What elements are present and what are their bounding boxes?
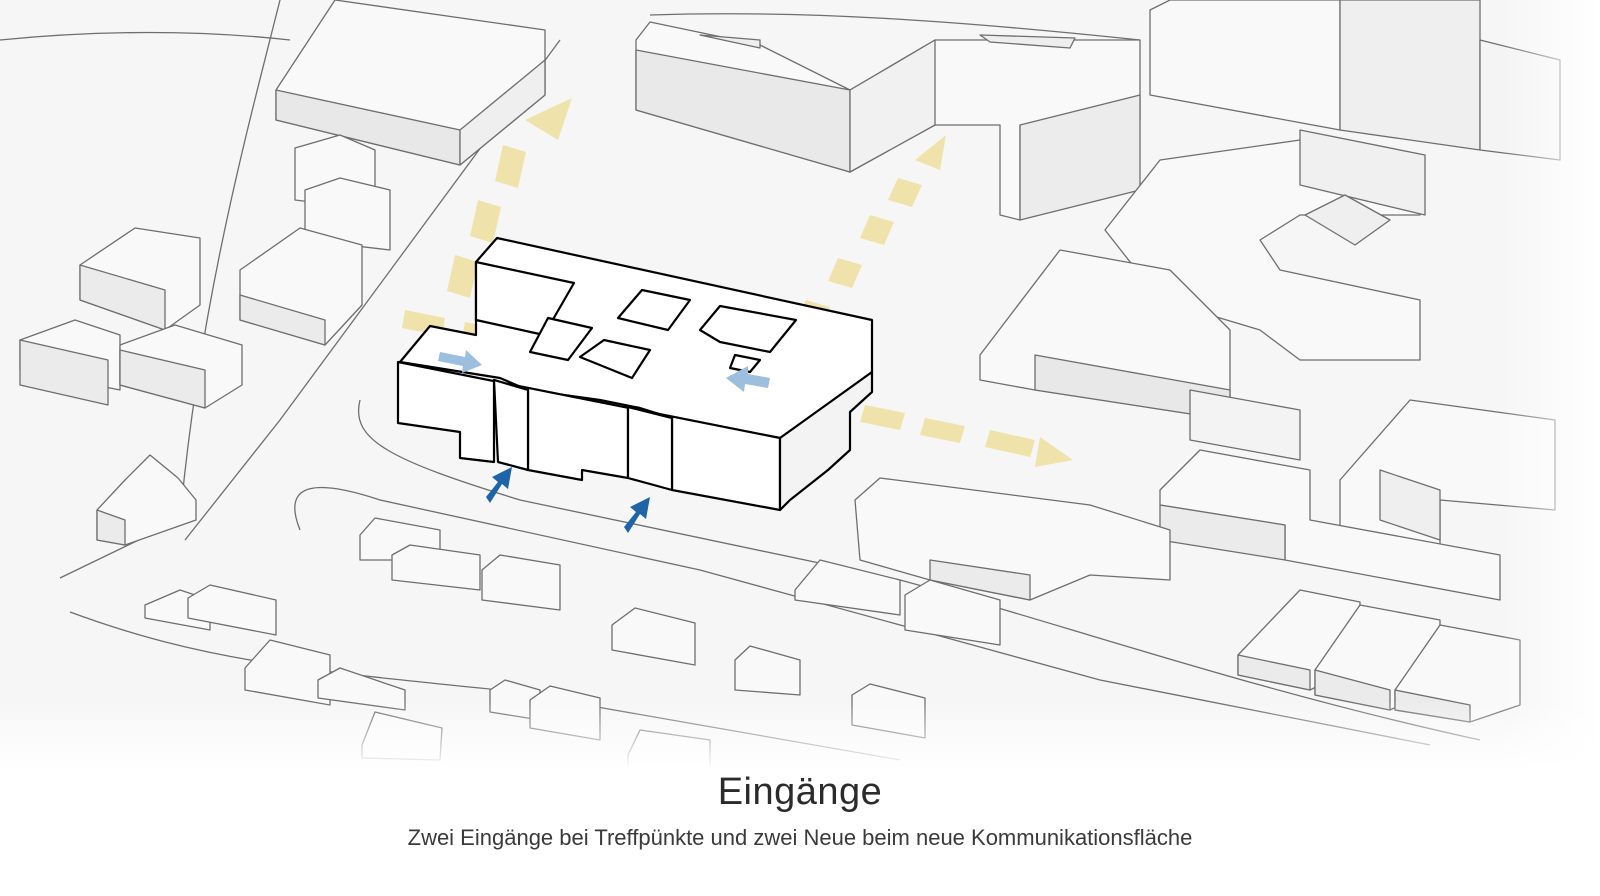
main-building-side-facade — [778, 370, 874, 512]
courtyard — [698, 304, 798, 354]
caption-subtitle: Zwei Eingänge bei Treffpünkte und zwei N… — [407, 825, 1193, 850]
context-building — [794, 559, 1001, 646]
context-building — [96, 454, 197, 546]
context-building — [1159, 449, 1501, 601]
street-edge-north-diagonal — [184, 39, 561, 541]
edge-fade-bottom — [0, 700, 1600, 770]
context-building — [19, 227, 243, 409]
street-loop — [294, 486, 1431, 746]
main-building-notch — [492, 378, 530, 472]
arrow-right-icon — [438, 350, 482, 373]
context-building — [239, 134, 391, 346]
courtyard — [728, 353, 762, 374]
context-building — [275, 0, 546, 166]
dashed-arrow-icon — [820, 388, 1073, 467]
arrow-up-right-icon — [624, 497, 650, 533]
courtyard — [578, 338, 652, 380]
courtyard — [616, 288, 692, 332]
street-edge-west — [59, 0, 281, 579]
main-building-front-facade — [396, 360, 782, 512]
entrance-arrows — [438, 350, 770, 533]
context-building — [635, 21, 1141, 221]
street-north — [0, 31, 291, 41]
context-building — [854, 477, 1171, 601]
main-building-notch — [626, 405, 674, 492]
courtyard — [528, 316, 594, 362]
site-axonometric-diagram — [0, 0, 1600, 770]
street-north-east — [649, 13, 1141, 41]
caption: Eingänge Zwei Eingänge bei Treffpünkte u… — [0, 762, 1600, 852]
main-building — [396, 236, 874, 512]
caption-title: Eingänge — [717, 771, 883, 813]
edge-fade-right — [1500, 0, 1600, 770]
arrow-right-icon — [726, 366, 770, 392]
arrow-up-right-icon — [486, 467, 512, 503]
context-building — [979, 249, 1301, 461]
dashed-arrow-icon — [447, 98, 572, 298]
